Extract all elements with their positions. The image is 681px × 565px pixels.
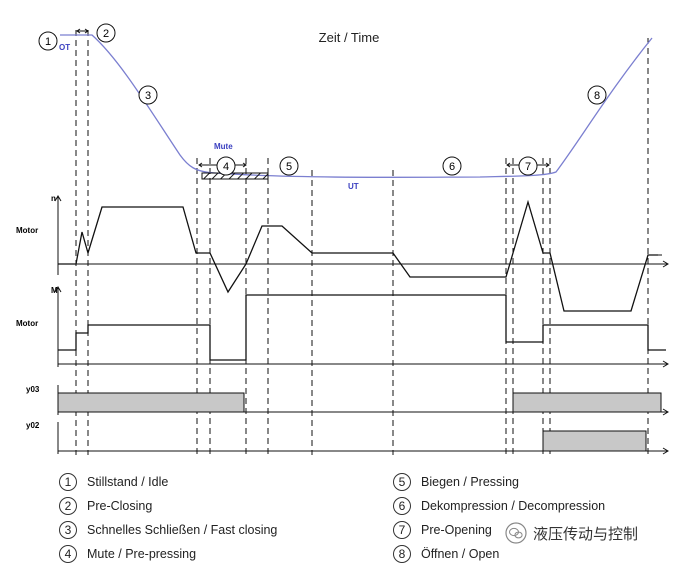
phase-marker-2: 2 (96, 23, 116, 43)
m-axis-label: M (51, 286, 58, 295)
phase-marker-4: 4 (216, 156, 236, 176)
phase-marker-8: 8 (587, 85, 607, 105)
motor-n-label: Motor (16, 226, 38, 235)
svg-text:7: 7 (525, 161, 531, 173)
motor-torque-panel: Motor M (16, 286, 669, 368)
ram-position-curve (60, 34, 653, 178)
svg-text:2: 2 (103, 28, 109, 40)
motor-speed-panel: Motor n (16, 194, 669, 312)
mute-hatch-bar (201, 172, 269, 180)
svg-text:3: 3 (145, 90, 151, 102)
phase-brackets (198, 162, 550, 168)
phase-marker-5: 5 (279, 156, 299, 176)
phase-marker-7: 7 (518, 156, 538, 176)
diagram-title: Zeit / Time (319, 30, 380, 45)
phase-marker-1: 1 (38, 31, 58, 51)
ut-label: UT (348, 182, 359, 191)
motor-m-label: Motor (16, 319, 38, 328)
y02-label: y02 (26, 421, 40, 430)
n-signal (58, 199, 658, 312)
ot-label: OT (59, 43, 70, 52)
y02-on (542, 430, 647, 452)
svg-text:4: 4 (223, 161, 229, 173)
m-signal (58, 294, 666, 361)
y03-on-2 (512, 392, 662, 413)
phase-boundaries (75, 30, 649, 455)
svg-text:5: 5 (286, 161, 292, 173)
y02-panel: y02 (26, 421, 669, 455)
watermark-text: 液压传动与控制 (533, 524, 639, 543)
y03-label: y03 (26, 385, 40, 394)
y03-panel: y03 (26, 385, 669, 416)
wechat-icon (505, 522, 527, 544)
svg-text:8: 8 (594, 90, 600, 102)
watermark: 液压传动与控制 (505, 522, 638, 544)
svg-text:1: 1 (45, 36, 51, 48)
phase-marker-6: 6 (442, 156, 462, 176)
mute-label: Mute (214, 142, 233, 151)
y03-on-1 (57, 392, 245, 413)
phase-2-arrow (76, 28, 89, 34)
phase-marker-3: 3 (138, 85, 158, 105)
svg-text:6: 6 (449, 161, 455, 173)
n-axis-label: n (51, 194, 56, 203)
